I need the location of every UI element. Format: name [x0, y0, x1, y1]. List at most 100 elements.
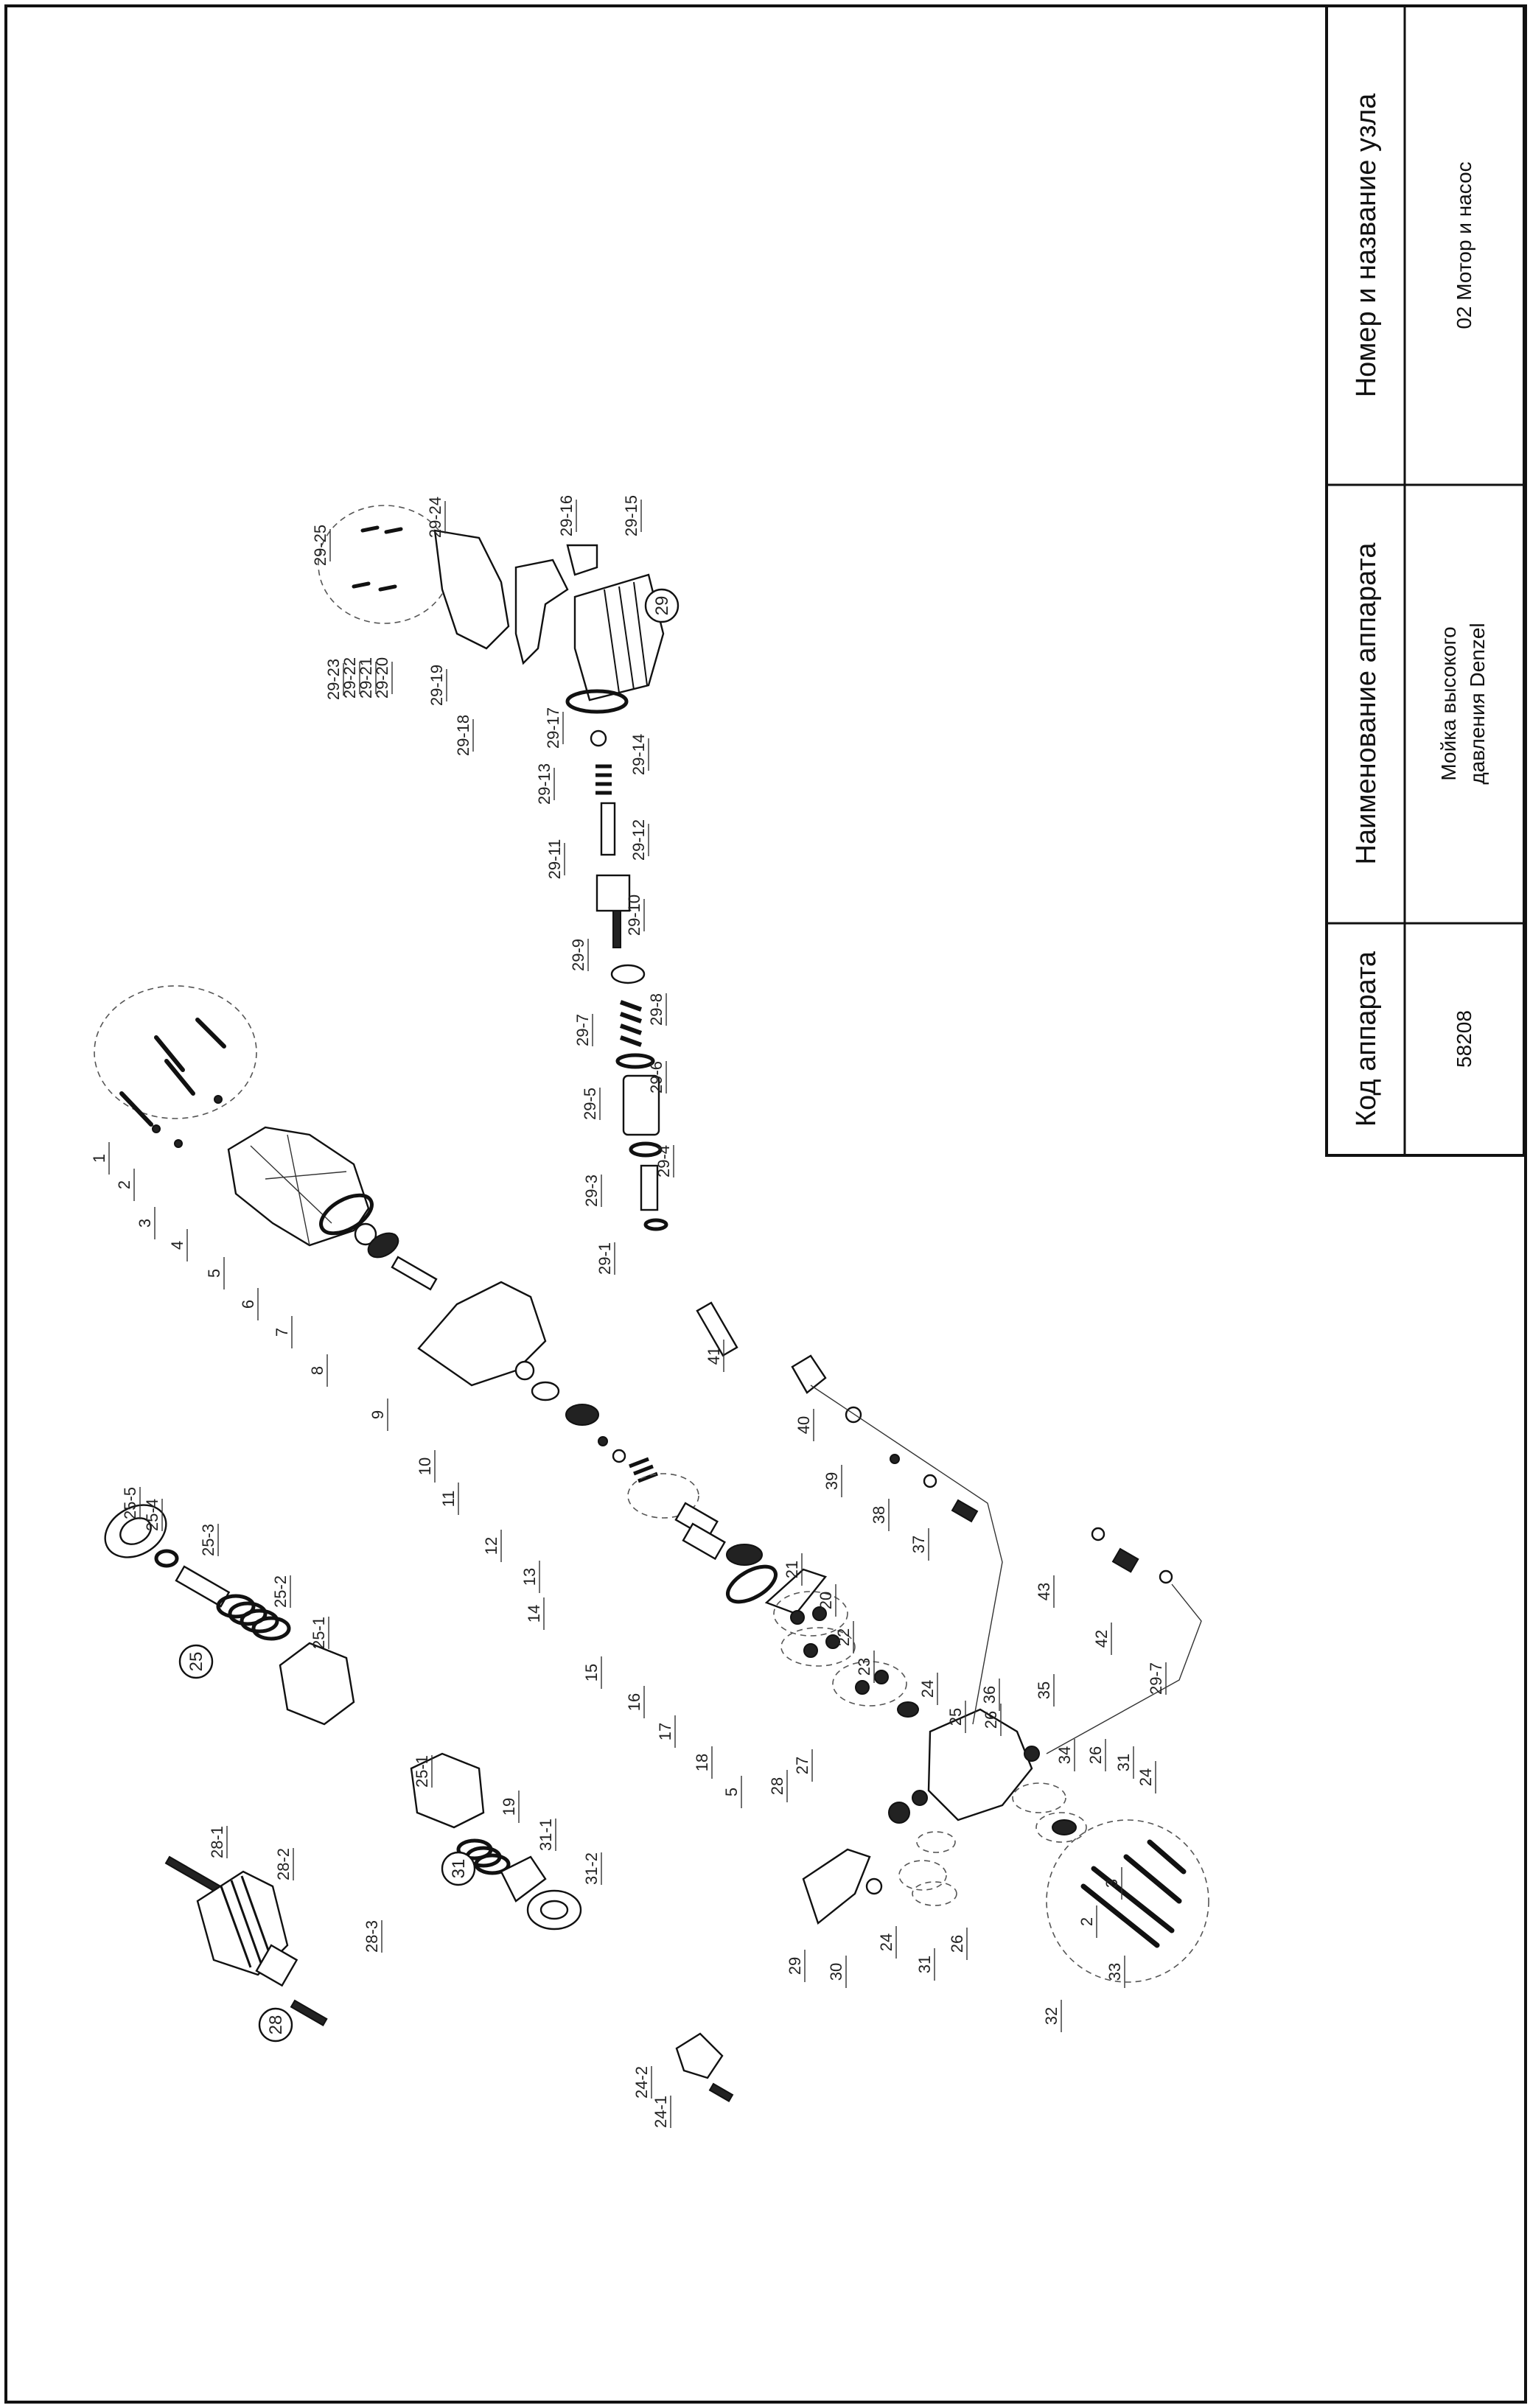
part-label: 25-5	[121, 1487, 139, 1519]
pump-head-35	[927, 1708, 1033, 1821]
motor-housing	[227, 1126, 370, 1247]
block-29-10	[595, 874, 631, 912]
bolt-group-outline	[1046, 1819, 1209, 1983]
part-label: 28	[768, 1777, 786, 1795]
cap-29-8	[610, 964, 646, 984]
part-label: 41	[705, 1347, 723, 1365]
ring-25-4	[154, 1549, 179, 1568]
part-label: 26	[1086, 1746, 1105, 1764]
tube-41	[696, 1301, 738, 1357]
part-label: 29-13	[535, 763, 553, 805]
part-label: 3	[1103, 1879, 1121, 1888]
part-label: 25-4	[143, 1499, 161, 1531]
assembly-28: 28	[164, 1855, 328, 2043]
part-label: 38	[870, 1506, 888, 1524]
part-label: 29-14	[629, 734, 648, 775]
part-label: 29-23	[324, 659, 343, 700]
assembly-28-number: 28	[266, 2015, 286, 2035]
part-27	[912, 1790, 928, 1806]
part-label: 29-3	[582, 1175, 601, 1207]
bracket-29-16	[566, 544, 598, 576]
part-label: 24-2	[632, 2066, 651, 2099]
part-29-3	[640, 1164, 659, 1211]
assembly-25-badge	[178, 1644, 214, 1679]
part-28	[888, 1802, 910, 1824]
stem-29-11	[600, 802, 616, 856]
part-number-labels: 1234567891011121314151617185212022232425…	[90, 495, 1167, 2128]
ring-28-3	[290, 1999, 328, 2027]
spring-29-12	[595, 764, 612, 795]
part-label: 27	[793, 1757, 811, 1774]
part-label: 18	[693, 1754, 711, 1771]
plate-21	[764, 1568, 828, 1615]
spring-25-2	[216, 1594, 291, 1641]
title-col1-value: 58208	[1453, 1010, 1475, 1068]
part-24-assembly	[675, 2032, 734, 2103]
part-37	[923, 1474, 937, 1488]
title-col2-value-line1: Мойка высокого	[1437, 626, 1460, 780]
part-42	[1111, 1547, 1139, 1573]
part-label: 29-21	[357, 657, 375, 699]
part-label: 19	[500, 1798, 518, 1816]
part-label: 42	[1092, 1630, 1111, 1648]
assembly-31: 31	[410, 1752, 582, 1931]
part-label: 24	[877, 1933, 895, 1951]
part-label: 2	[115, 1180, 133, 1189]
connector-28-2	[196, 1870, 289, 1976]
part-label: 36	[980, 1686, 999, 1704]
part-label: 23	[855, 1658, 873, 1676]
part-label: 24-1	[652, 2096, 670, 2128]
part-label: 20	[817, 1592, 835, 1609]
part-label: 29-11	[545, 839, 564, 880]
unloader-29-body	[802, 1848, 871, 1925]
title-block: Код аппарата 58208 Наименование аппарата…	[1325, 4, 1526, 1157]
housing-25-1b	[410, 1752, 485, 1829]
part-14	[612, 1449, 626, 1463]
part-label: 13	[520, 1568, 539, 1586]
part-label: 29-16	[557, 495, 576, 536]
part-label: 14	[525, 1605, 543, 1623]
bolts	[1080, 1839, 1187, 1948]
plate-12	[565, 1404, 599, 1426]
part-43	[1091, 1527, 1105, 1541]
seal-18	[726, 1544, 763, 1566]
part-label: 31	[1114, 1754, 1133, 1771]
part-label: 35	[1035, 1681, 1053, 1699]
body-29-15	[573, 573, 665, 701]
pin-29-9	[612, 910, 621, 948]
spring-19	[456, 1838, 511, 1875]
part-label: 29-12	[629, 819, 648, 861]
shaft-8	[391, 1256, 438, 1291]
title-col2-header: Наименование аппарата	[1351, 542, 1382, 865]
part-24	[897, 1701, 919, 1718]
part-label: 29	[786, 1957, 804, 1975]
motor-pump-chain	[94, 985, 1209, 1983]
spring-29-6	[619, 1000, 643, 1047]
fitting-40	[791, 1354, 827, 1394]
screws	[119, 1018, 226, 1127]
part-label: 8	[308, 1366, 326, 1375]
assembly-29-number: 29	[652, 596, 672, 616]
part-label: 25-3	[199, 1524, 217, 1556]
part-label: 15	[582, 1664, 601, 1681]
part-label: 12	[482, 1537, 500, 1555]
part-label: 3	[136, 1219, 154, 1228]
part-label: 25-2	[271, 1575, 290, 1608]
part-label: 43	[1035, 1583, 1053, 1600]
part-label: 16	[625, 1693, 643, 1711]
part-label: 9	[368, 1410, 387, 1419]
part-label: 24	[918, 1680, 937, 1698]
spring-36	[951, 1499, 979, 1523]
part-label: 25-1	[310, 1617, 328, 1649]
part-38	[890, 1454, 900, 1464]
part-label: 29-10	[625, 895, 643, 936]
part-label: 31-2	[582, 1852, 601, 1885]
part-label: 32	[1042, 2007, 1061, 2025]
part-label: 28-2	[274, 1848, 293, 1880]
assembly-28-badge	[258, 2007, 293, 2043]
part-label: 22	[834, 1628, 853, 1646]
part-label: 26	[948, 1935, 966, 1953]
part-label: 33	[1105, 1963, 1124, 1981]
title-col3-header: Номер и название узла	[1351, 93, 1382, 397]
